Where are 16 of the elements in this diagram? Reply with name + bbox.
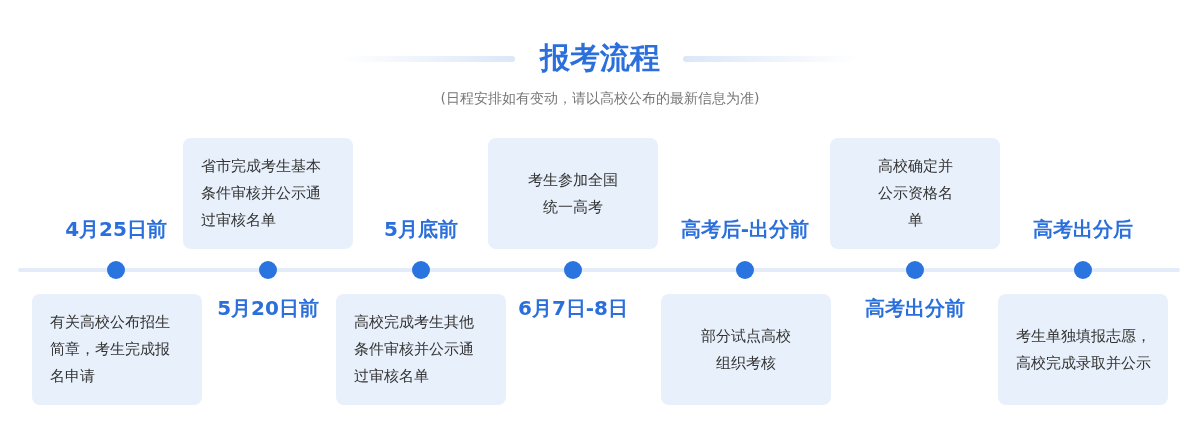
step-description: 考生单独填报志愿，高校完成录取并公示	[1014, 325, 1152, 374]
title: 报考流程	[540, 39, 660, 77]
subtitle-note: (日程安排如有变动，请以高校公布的最新信息为准)	[440, 89, 760, 108]
step-description: 有关高校公布招生简章，考生完成报名申请	[50, 312, 171, 387]
step-description: 高校确定并公示资格名单	[876, 156, 954, 231]
date-label: 6月7日-8日	[517, 295, 629, 322]
date-label: 高考出分后	[1033, 216, 1133, 243]
date-label: 5月20日前	[217, 295, 319, 322]
date-label: 高考出分前	[865, 295, 965, 322]
step-description: 高校完成考生其他条件审核并公示通过审核名单	[354, 312, 475, 387]
step-description: 部分试点高校组织考核	[700, 325, 792, 374]
date-label: 5月底前	[384, 216, 458, 243]
step-description: 考生参加全国统一高考	[527, 169, 619, 218]
step-description: 省市完成考生基本条件审核并公示通过审核名单	[201, 156, 322, 231]
date-label: 高考后-出分前	[680, 216, 810, 243]
date-label: 4月25日前	[65, 216, 167, 243]
